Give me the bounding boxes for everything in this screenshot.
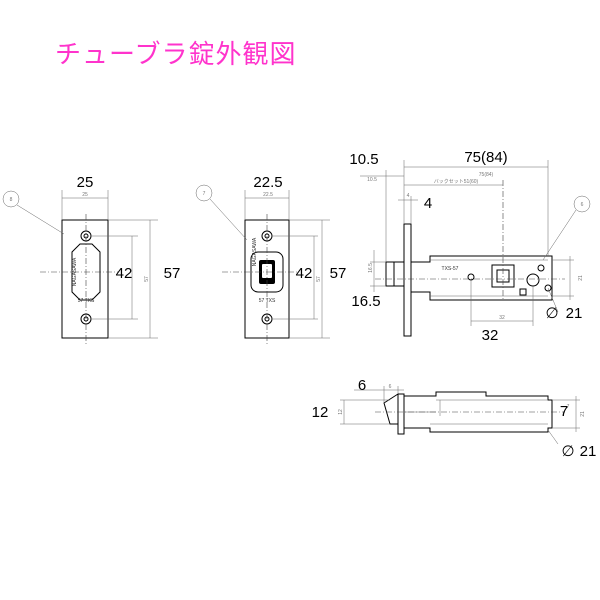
side-hole-dia-small: 21	[578, 275, 584, 281]
bottom-hole-dia-label: 21	[580, 443, 597, 460]
plate-b-pitch-label: 42	[296, 265, 313, 282]
plate-a-width-label: 25	[77, 174, 94, 191]
side-hole-right	[526, 273, 540, 287]
latch-bottom-view: 6 6 12 12 7 7 ∅ 21 21	[312, 377, 597, 460]
side-latch-height-label: 16.5	[351, 293, 380, 310]
page-title: チューブラ錠外観図	[55, 40, 297, 70]
plate-a-stamp: 57 TXS	[78, 298, 95, 304]
side-latch-bolt	[385, 261, 405, 287]
side-face-plate	[403, 223, 412, 337]
side-notch	[519, 288, 527, 296]
latch-side-view: TXS-57 75(84) 75(84) バックセット51(60) 10.5 1…	[349, 149, 591, 344]
plate-b-brand: NAGASAWA	[252, 237, 258, 266]
plate-a-pitch-label: 42	[116, 265, 133, 282]
side-backset-label: 75(84)	[464, 149, 507, 166]
side-callout-bubble	[573, 195, 591, 213]
plate-a-latch-opening	[71, 243, 101, 301]
side-callout: 6	[581, 202, 584, 208]
plate-a-height-small: 57	[144, 276, 150, 282]
bottom-hole-dia-symbol: ∅	[561, 443, 574, 460]
bottom-tail-w-label: 7	[560, 403, 568, 420]
side-latch-height-small: 16.5	[368, 263, 374, 273]
side-case-body	[410, 255, 553, 301]
plate-b-callout: 7	[203, 191, 206, 197]
side-case-label: TXS-57	[442, 266, 459, 272]
side-backset-note: バックセット51(60)	[434, 179, 479, 185]
plate-a-callout-bubble	[2, 190, 20, 208]
side-hole-small-1	[537, 264, 545, 272]
bottom-latch-wedge	[383, 393, 399, 425]
side-hole-dia-label: 21	[566, 305, 583, 322]
side-face-offset-label: 10.5	[349, 151, 378, 168]
plate-a-callout: 8	[10, 197, 13, 203]
bottom-latch-h-label: 12	[312, 404, 329, 421]
side-hole-dia-symbol: ∅	[545, 305, 558, 322]
bottom-face-plate	[397, 393, 405, 435]
side-spindle-pitch-label: 32	[482, 327, 499, 344]
side-plate-thick-label: 4	[424, 195, 432, 212]
strike-plate-a: NAGASAWA 57 TXS 25 25 42 57 57 8	[2, 174, 181, 346]
strike-plate-b: NAGASAWA 57 TXS 22.5 22.5 42 57 57 7	[195, 174, 347, 346]
side-spindle-pitch-small: 32	[499, 315, 505, 321]
side-hole-small-2	[544, 284, 552, 292]
bottom-latch-proj-small: 6	[389, 384, 392, 390]
plate-a-brand: NAGASAWA	[72, 257, 78, 286]
side-plate-thick-small: 4	[407, 193, 410, 199]
bottom-tail-w-small: 7	[567, 404, 570, 410]
plate-b-stamp: 57 TXS	[259, 298, 276, 304]
plate-b-height-small: 57	[316, 276, 322, 282]
plate-b-height-label: 57	[330, 265, 347, 282]
plate-a-height-label: 57	[164, 265, 181, 282]
plate-b-callout-bubble	[195, 184, 213, 202]
plate-b-width-label: 22.5	[253, 174, 282, 191]
side-backset-small: 75(84)	[479, 172, 494, 178]
bottom-hole-dia-small: 21	[580, 411, 586, 417]
plate-b-width-small: 22.5	[263, 192, 273, 198]
plate-a-width-small: 25	[82, 192, 88, 198]
side-face-offset-small: 10.5	[367, 177, 377, 183]
bottom-latch-h-small: 12	[338, 409, 344, 415]
bottom-latch-proj-label: 6	[358, 377, 366, 394]
plate-a-outline	[61, 219, 109, 339]
